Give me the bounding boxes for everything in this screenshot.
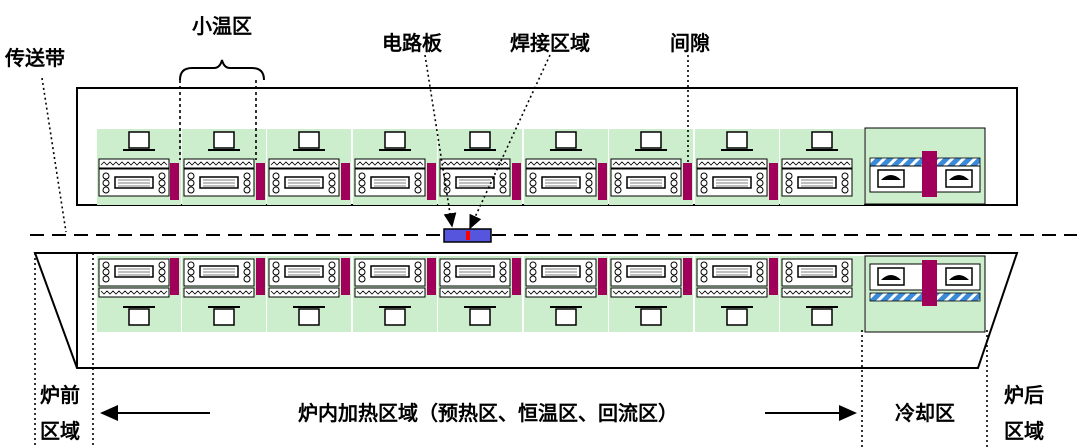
weld-point [466,231,470,240]
upper-zone-gaps [170,163,778,200]
upper-cooling-zone [864,127,986,205]
cooling-zone-label: 冷却区 [895,401,955,425]
circuit-board-label: 电路板 [382,31,443,55]
rear-zone-label-line2: 区域 [1004,419,1044,443]
upper-heating-zones [96,128,865,206]
weld-area-label: 焊接区域 [510,31,590,55]
conveyor-label: 传送带 [4,46,65,70]
heating-zone-label: 炉内加热区域（预热区、恒温区、回流区） [298,401,678,425]
lower-zone-gaps [170,258,778,295]
small-zone-label: 小温区 [192,14,252,38]
small-zone-brace [179,59,265,81]
lower-cooling-zone [864,255,986,333]
front-zone-label-line2: 区域 [40,419,80,443]
board-pointer [424,54,457,228]
gap-label: 间隙 [670,31,710,55]
conveyor-pointer [41,77,67,233]
rear-zone-label-line1: 炉后 [1004,383,1044,407]
lower-oven-chamber [33,252,1019,369]
front-zone-label-line1: 炉前 [40,383,80,407]
weld-pointer [469,54,551,230]
lower-heating-zones [96,255,865,333]
lower-oven-inner-wall [76,253,78,368]
